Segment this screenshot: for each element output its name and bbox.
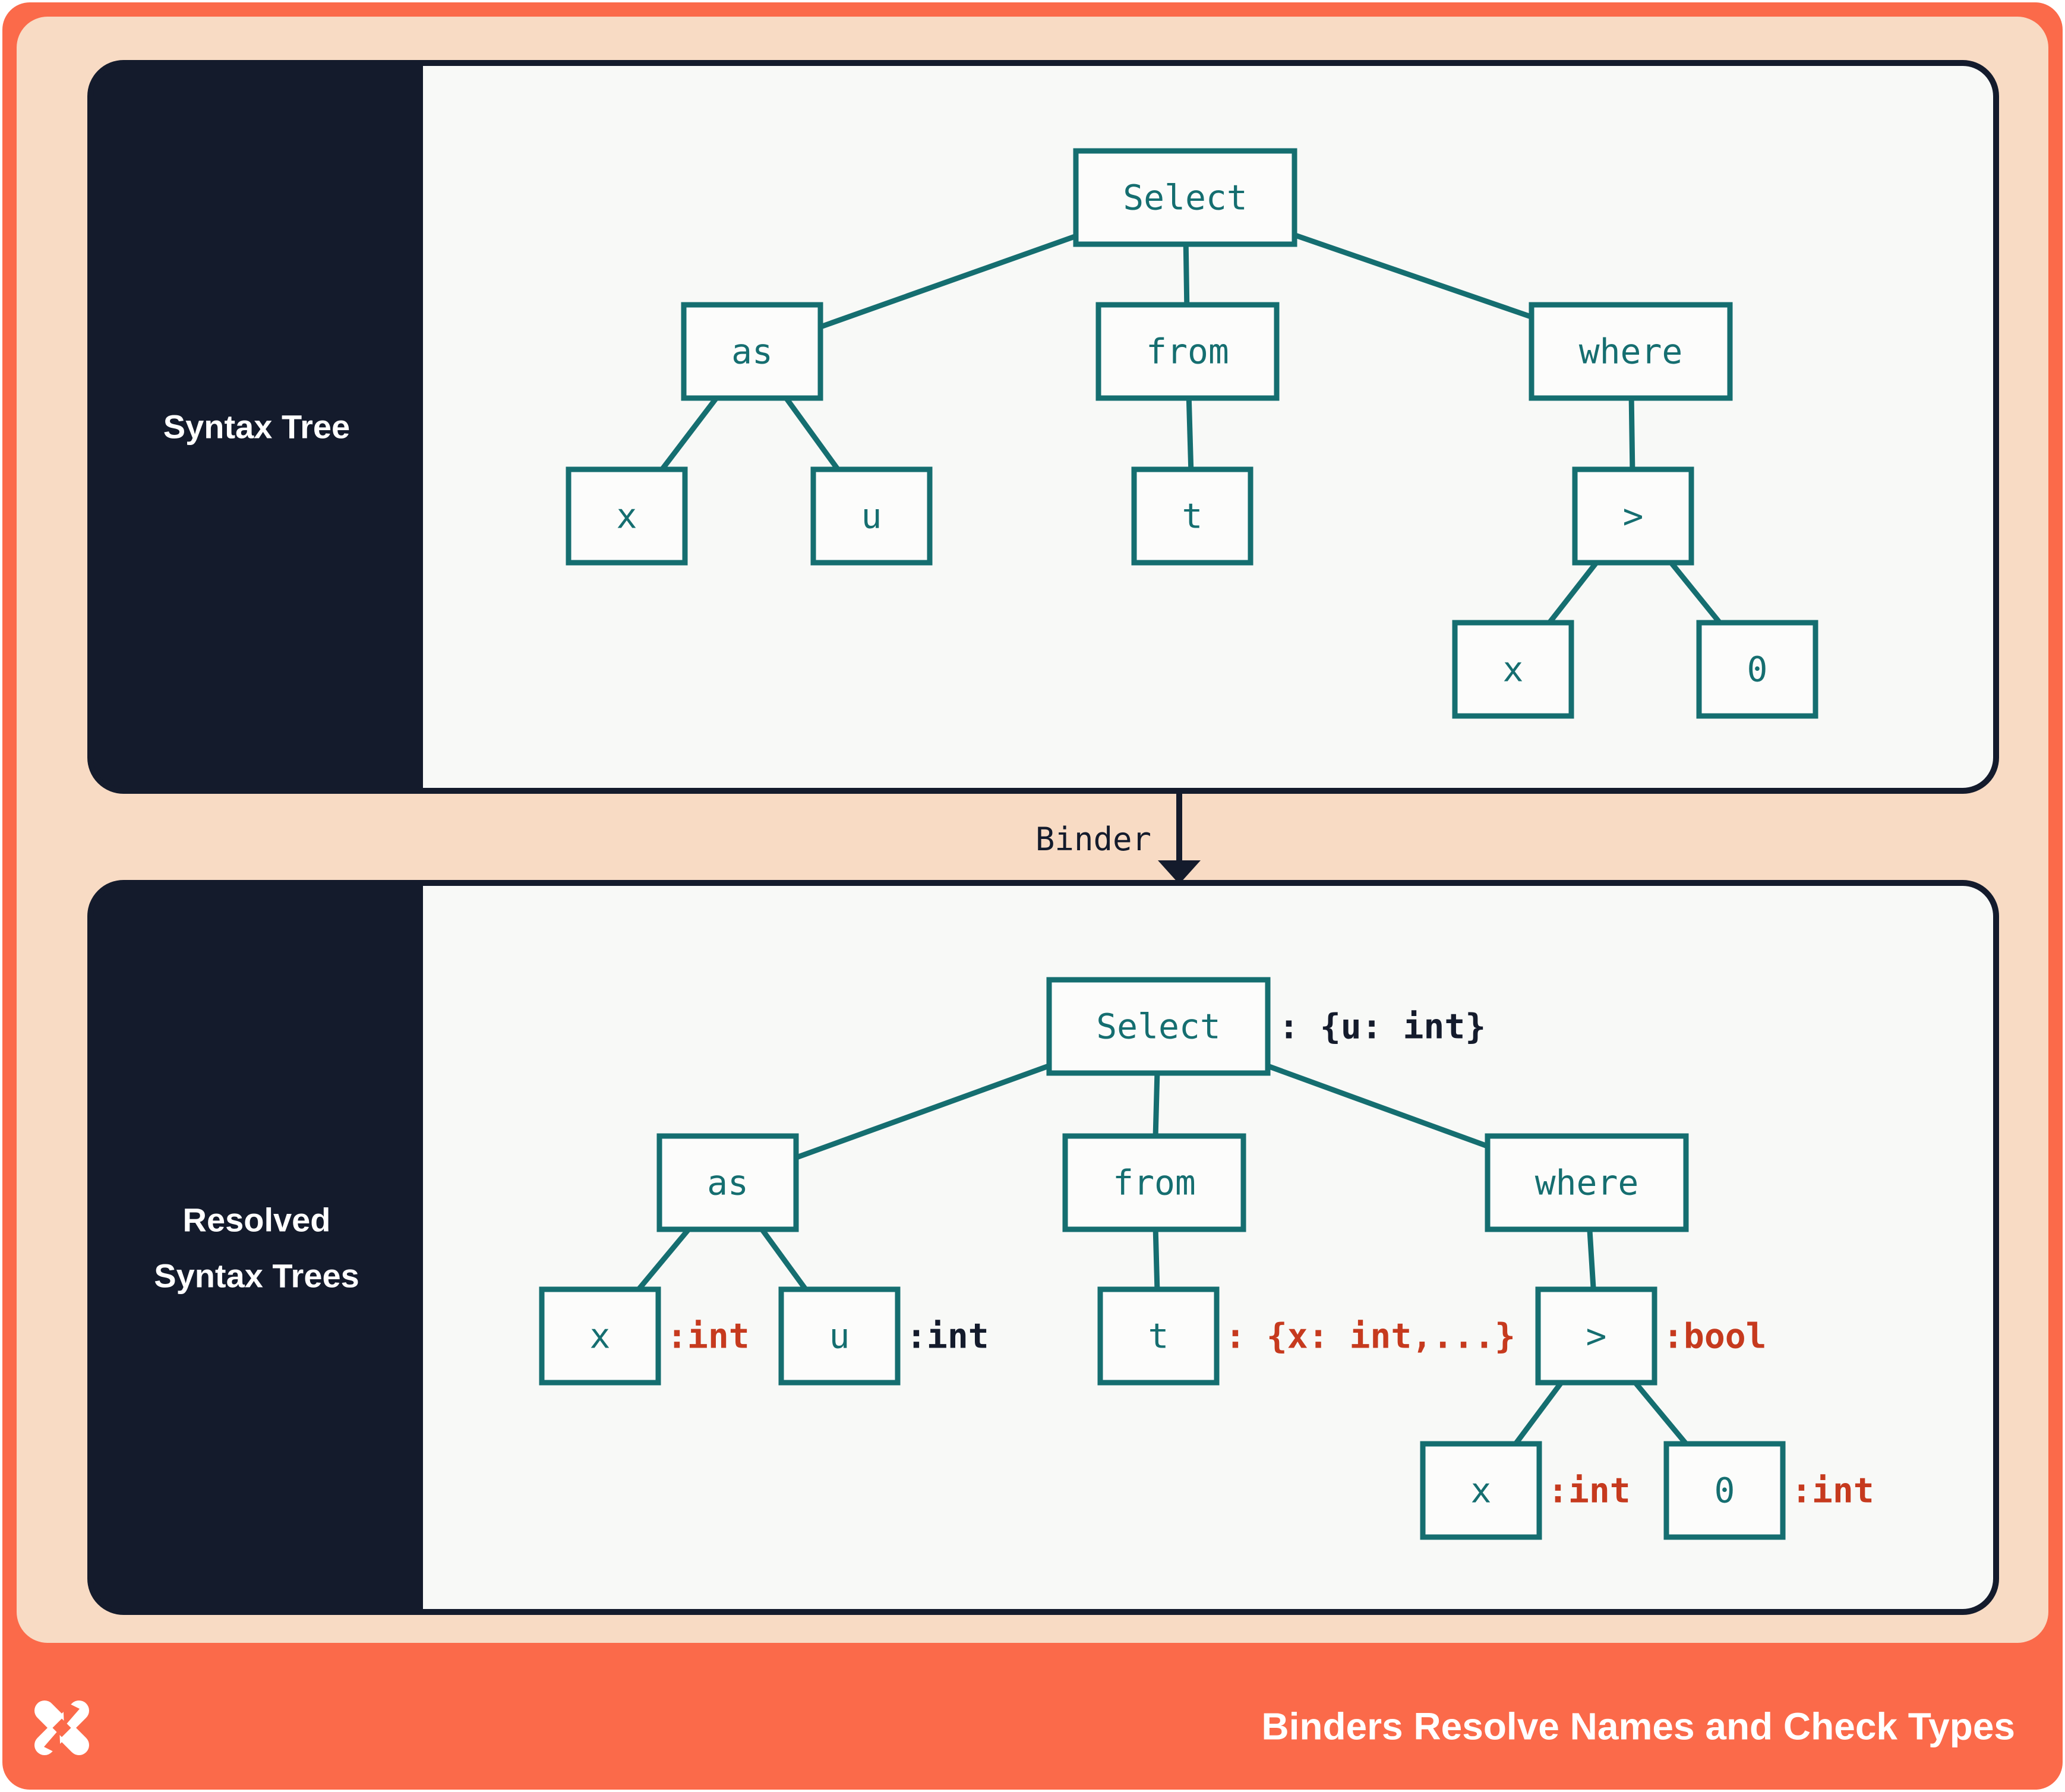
tree-node-where: where (1529, 302, 1733, 401)
syntax-tree-nodes: Select as from where x u (566, 148, 1818, 719)
node-label: where (1579, 331, 1683, 371)
binder-label: Binder (1035, 821, 1151, 858)
node-box (1529, 302, 1733, 401)
footer-title: Binders Resolve Names and Check Types (1261, 1705, 2015, 1747)
resolved-panel-title-line1: Resolved (183, 1201, 331, 1239)
tree-node-x2: x (1452, 620, 1574, 719)
tree-node-u: u (778, 1286, 901, 1386)
resolved-panel-sidebar-square-edge (356, 883, 423, 1612)
syntax-tree-sidebar (90, 63, 423, 791)
node-label: x (617, 496, 637, 536)
node-label: 0 (1714, 1470, 1735, 1510)
node-box (1131, 466, 1253, 566)
tree-node-t: t (1097, 1286, 1220, 1386)
node-label: as (731, 331, 773, 371)
node-box (1572, 466, 1694, 566)
node-label: u (829, 1315, 850, 1356)
tree-node-zero: 0 (1663, 1441, 1786, 1540)
annotation-zero-type: :int (1791, 1470, 1874, 1510)
node-label: x (590, 1315, 611, 1356)
tree-node-x2: x (1420, 1441, 1542, 1540)
resolved-panel-sidebar (90, 883, 423, 1612)
annotation-x-type: :int (667, 1315, 750, 1356)
node-label: > (1586, 1315, 1607, 1356)
tree-node-from: from (1095, 302, 1280, 401)
node-box (656, 1133, 799, 1232)
node-label: 0 (1747, 649, 1768, 689)
node-label: t (1148, 1315, 1169, 1356)
tree-node-where: where (1485, 1133, 1689, 1232)
node-box (1535, 1286, 1657, 1386)
tree-node-x: x (566, 466, 688, 566)
node-box (1696, 620, 1818, 719)
node-label: as (707, 1162, 749, 1203)
tree-node-x: x (539, 1286, 661, 1386)
node-label: where (1535, 1162, 1639, 1203)
tree-node-gt: > (1535, 1286, 1657, 1386)
logo-notch (63, 1700, 80, 1727)
syntax-tree-panel: Syntax Tree Select as fr (87, 60, 1999, 794)
tree-node-u: u (810, 466, 933, 566)
annotation-gt-type: :bool (1663, 1315, 1767, 1356)
pinwheel-logo-icon (34, 1700, 89, 1755)
node-box (1663, 1441, 1786, 1540)
resolved-syntax-trees-panel: Resolved Syntax Trees Select as (87, 880, 1999, 1615)
annotation-select-type: : {u: int} (1278, 1006, 1486, 1046)
annotation-x2-type: :int (1548, 1470, 1631, 1510)
tree-node-from: from (1062, 1133, 1246, 1232)
syntax-tree-sidebar-square-edge (356, 63, 423, 791)
resolved-panel-title-line2: Syntax Trees (154, 1257, 359, 1295)
tree-node-t: t (1131, 466, 1253, 566)
node-label: > (1623, 496, 1644, 536)
node-label: t (1182, 496, 1203, 536)
node-box (566, 466, 688, 566)
binder-arrow-head (1158, 860, 1201, 884)
logo-center-diamond (52, 1718, 71, 1737)
tree-node-gt: > (1572, 466, 1694, 566)
type-annotations: : {u: int} :int :int : {x: int,...} :boo… (667, 1006, 1874, 1510)
node-box (539, 1286, 661, 1386)
binder-transition: Binder (1035, 794, 1201, 884)
annotation-t-type: : {x: int,...} (1225, 1315, 1515, 1356)
node-box (1073, 148, 1297, 247)
node-box (1062, 1133, 1246, 1232)
node-box (1095, 302, 1280, 401)
syntax-tree-panel-border (87, 60, 1999, 794)
node-label: u (861, 496, 882, 536)
tree-node-zero: 0 (1696, 620, 1818, 719)
node-label: Select (1096, 1006, 1221, 1046)
node-label: Select (1123, 177, 1248, 217)
tree-node-as: as (656, 1133, 799, 1232)
node-box (1420, 1441, 1542, 1540)
annotation-u-type: :int (906, 1315, 989, 1356)
node-label: from (1146, 331, 1229, 371)
resolved-panel-body (90, 883, 1996, 1612)
syntax-tree-panel-body (90, 63, 1996, 791)
node-box (1452, 620, 1574, 719)
tree-node-select: Select (1046, 977, 1271, 1076)
node-box (810, 466, 933, 566)
tree-node-select: Select (1073, 148, 1297, 247)
node-box (778, 1286, 901, 1386)
tree-node-as: as (681, 302, 823, 401)
node-label: x (1503, 649, 1524, 689)
node-box (1046, 977, 1271, 1076)
logo-notch (44, 1729, 61, 1755)
node-box (1485, 1133, 1689, 1232)
node-box (681, 302, 823, 401)
node-label: x (1471, 1470, 1492, 1510)
resolved-panel-border (87, 880, 1999, 1615)
syntax-tree-panel-title: Syntax Tree (163, 408, 350, 446)
node-label: from (1113, 1162, 1196, 1203)
node-box (1097, 1286, 1220, 1386)
footer-bar: Binders Resolve Names and Check Types (34, 1700, 2015, 1755)
resolved-tree-nodes: Select as from where x u (539, 977, 1786, 1540)
